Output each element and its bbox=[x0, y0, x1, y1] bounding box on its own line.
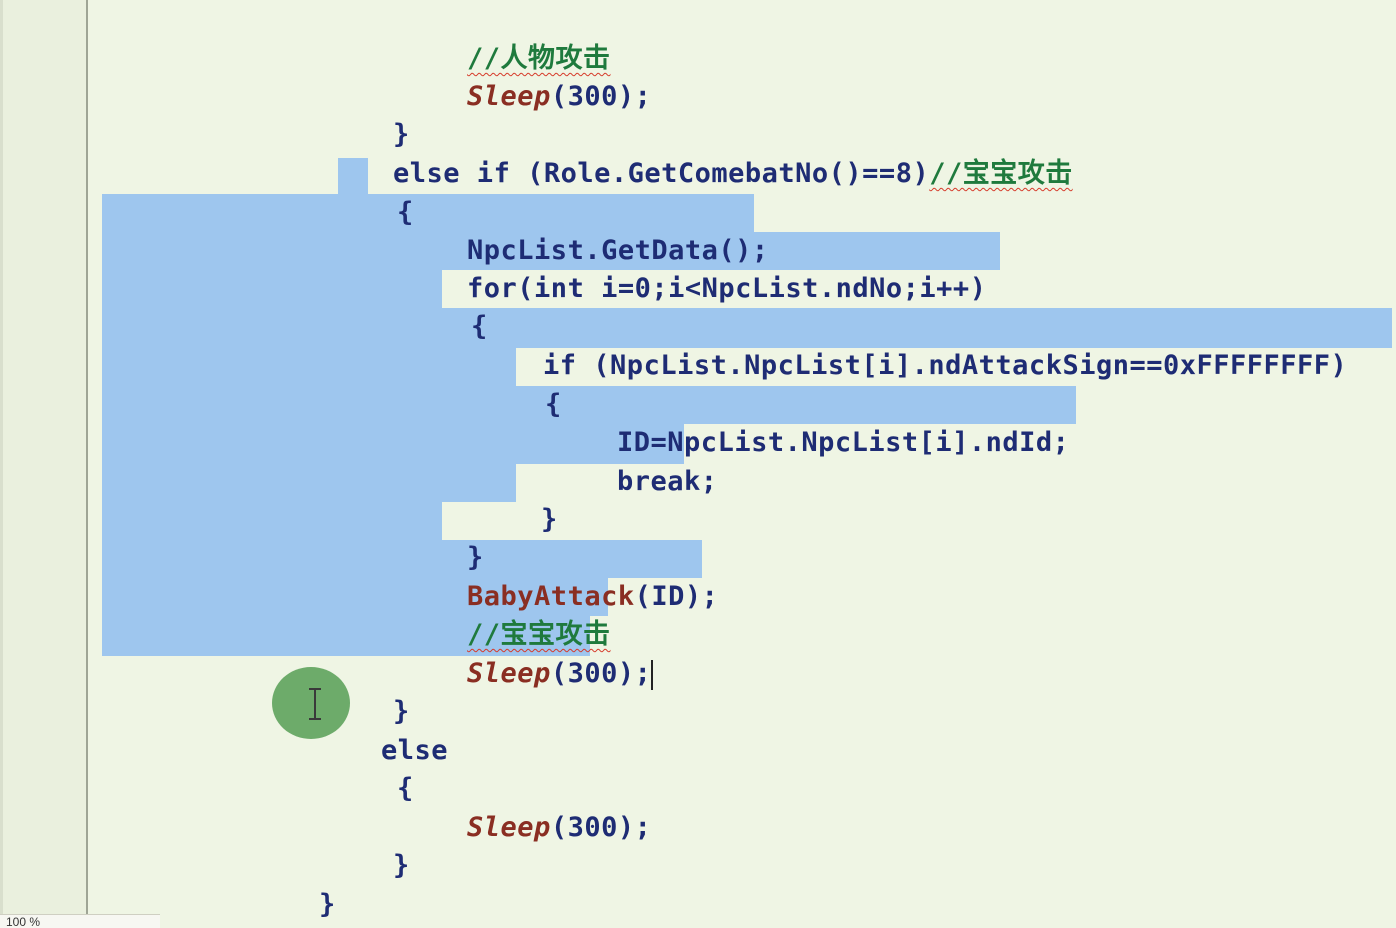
code-text: { bbox=[397, 773, 414, 804]
selection-highlight bbox=[102, 424, 684, 464]
code-line[interactable]: break; bbox=[550, 425, 718, 497]
code-text: else if (Role.GetComebatNo()==8) bbox=[393, 158, 930, 189]
code-text: (ID); bbox=[634, 581, 719, 612]
gutter-edge bbox=[0, 0, 3, 928]
code-text: } bbox=[393, 696, 410, 727]
code-text: } bbox=[393, 850, 410, 881]
selection-highlight bbox=[102, 464, 516, 502]
code-line[interactable]: Sleep(300); bbox=[400, 771, 651, 843]
code-line[interactable]: for(int i=0;i<NpcList.ndNo;i++) bbox=[400, 232, 986, 304]
code-line[interactable]: } bbox=[326, 809, 410, 881]
selection-highlight bbox=[102, 348, 516, 386]
code-line[interactable]: } bbox=[252, 848, 336, 920]
selection-highlight bbox=[102, 540, 702, 578]
code-line[interactable]: } bbox=[474, 463, 558, 535]
code-text: break; bbox=[617, 466, 718, 497]
code-line[interactable]: else bbox=[252, 886, 386, 928]
code-line[interactable]: //宝宝攻击 bbox=[400, 578, 611, 650]
function-name: Sleep bbox=[467, 812, 551, 843]
text-caret bbox=[651, 659, 654, 690]
code-text: (300); bbox=[550, 658, 652, 689]
code-text: } bbox=[393, 119, 410, 150]
selection-highlight bbox=[102, 308, 1392, 348]
code-text: NpcList.GetData(); bbox=[467, 235, 769, 266]
code-line[interactable]: //人物攻击 bbox=[400, 2, 611, 74]
code-line[interactable]: } bbox=[326, 655, 410, 727]
code-line[interactable]: Sleep(300); bbox=[400, 617, 654, 690]
code-text: else bbox=[381, 735, 449, 766]
code-line[interactable]: Sleep(300); bbox=[400, 40, 651, 112]
code-text: ID=NpcList.NpcList[i].ndId; bbox=[617, 427, 1070, 458]
code-text: { bbox=[545, 389, 562, 420]
status-bar: 100 % bbox=[0, 914, 160, 928]
code-text: (300); bbox=[550, 812, 652, 843]
code-line[interactable]: { bbox=[330, 732, 414, 804]
code-comment: //宝宝攻击 bbox=[929, 158, 1073, 189]
code-text: if (NpcList.NpcList[i].ndAttackSign==0xF… bbox=[543, 350, 1348, 381]
code-comment: //宝宝攻击 bbox=[467, 619, 611, 650]
code-line[interactable]: } bbox=[400, 501, 484, 573]
selection-highlight bbox=[102, 502, 442, 540]
margin-line bbox=[86, 0, 88, 928]
function-name: Sleep bbox=[467, 81, 551, 112]
code-text: } bbox=[467, 542, 484, 573]
selection-highlight bbox=[102, 578, 608, 616]
click-indicator bbox=[272, 667, 350, 739]
code-text: } bbox=[319, 889, 336, 920]
code-line[interactable]: else if (Role.GetComebatNo()==8)//宝宝攻击 bbox=[326, 117, 1073, 189]
code-line[interactable]: BabyAttack(ID); bbox=[400, 540, 718, 612]
selection-highlight bbox=[338, 158, 368, 194]
code-line[interactable]: else bbox=[314, 694, 448, 766]
code-comment: //人物攻击 bbox=[467, 43, 611, 74]
code-line[interactable]: { bbox=[330, 156, 414, 228]
selection-highlight bbox=[102, 270, 442, 308]
selection-highlight bbox=[102, 616, 590, 656]
selection-highlight bbox=[102, 232, 1000, 270]
code-text: } bbox=[541, 504, 558, 535]
code-text: for(int i=0;i<NpcList.ndNo;i++) bbox=[467, 273, 987, 304]
code-line[interactable]: ID=NpcList.NpcList[i].ndId; bbox=[550, 386, 1069, 458]
zoom-level: 100 % bbox=[6, 915, 41, 928]
line-gutter bbox=[0, 0, 86, 928]
code-text: { bbox=[471, 311, 488, 342]
function-name: BabyAttack bbox=[467, 581, 635, 612]
selection-highlight bbox=[102, 194, 754, 232]
selection-highlight bbox=[102, 386, 1076, 424]
code-text: (300); bbox=[550, 81, 652, 112]
code-line[interactable]: if (NpcList.NpcList[i].ndAttackSign==0xF… bbox=[476, 309, 1347, 381]
code-line[interactable]: NpcList.GetData(); bbox=[400, 194, 769, 266]
code-line[interactable]: { bbox=[404, 270, 488, 342]
ibeam-cursor-icon bbox=[309, 688, 321, 720]
code-line[interactable]: { bbox=[478, 348, 562, 420]
code-line[interactable]: } bbox=[326, 78, 410, 150]
code-text: { bbox=[397, 197, 414, 228]
function-name: Sleep bbox=[467, 658, 551, 689]
